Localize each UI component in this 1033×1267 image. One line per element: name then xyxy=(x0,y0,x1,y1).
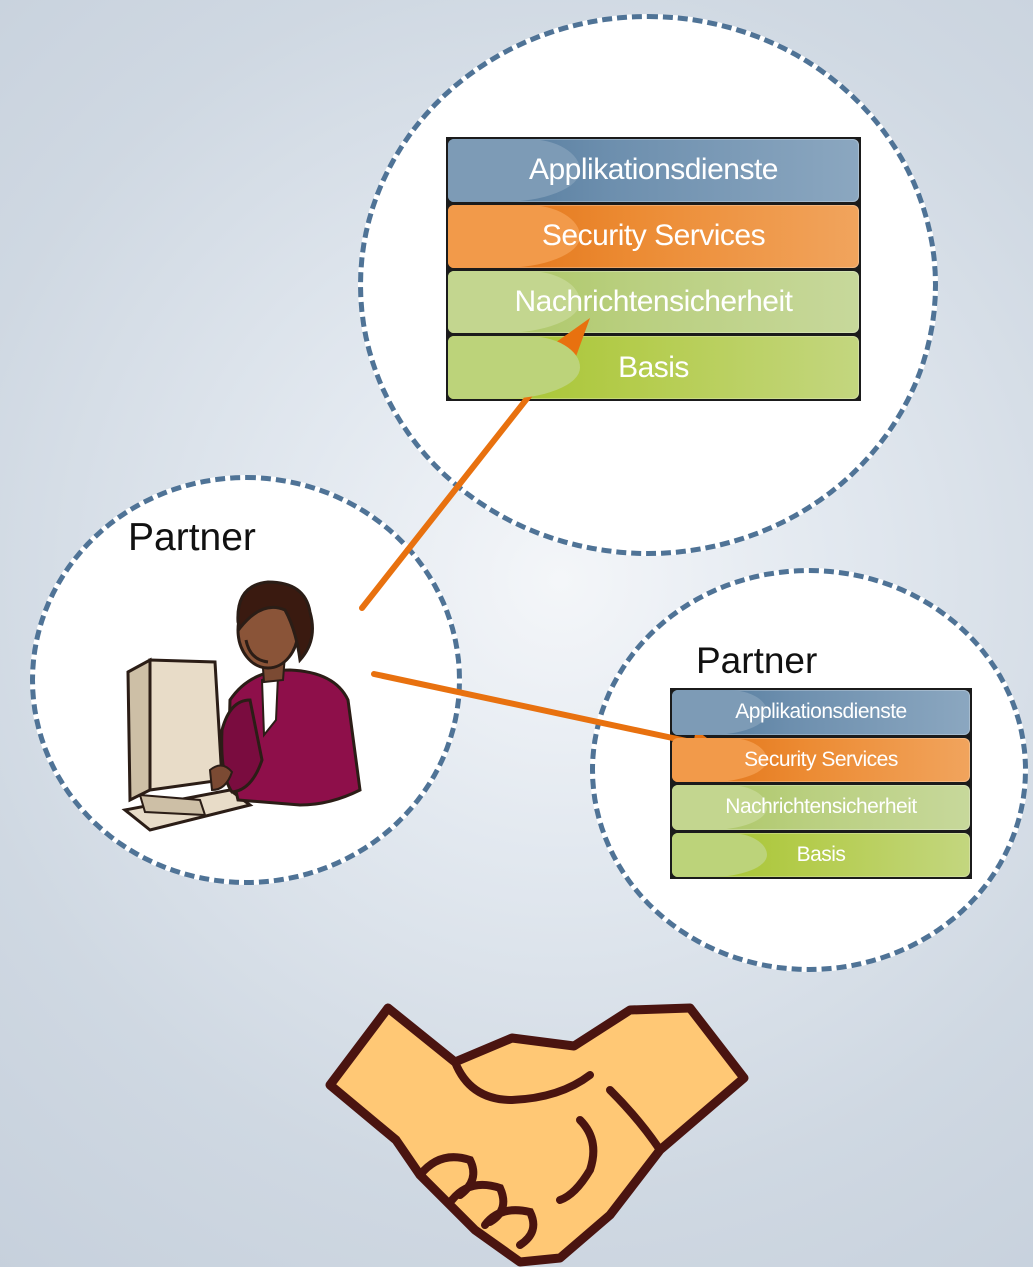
layer-label: Applikationsdienste xyxy=(528,153,779,187)
partner-right-label: Partner xyxy=(696,640,818,681)
layer-basis: Basis xyxy=(672,832,970,877)
layer-label: Security Services xyxy=(744,747,898,771)
partner-left-label: Partner xyxy=(128,516,256,559)
layer-applikationsdienste: Applikationsdienste xyxy=(672,690,970,735)
layer-security-services: Security Services xyxy=(448,204,859,268)
protocol-stack-top: Applikationsdienste Security Services Na… xyxy=(446,137,861,401)
layer-label: Applikationsdienste xyxy=(735,700,907,724)
layer-security-services: Security Services xyxy=(672,737,970,782)
layer-label: Basis xyxy=(796,842,846,866)
layer-basis: Basis xyxy=(448,336,859,399)
layer-label: Nachrichtensicherheit xyxy=(514,284,793,318)
layer-label: Security Services xyxy=(541,219,766,253)
layer-applikationsdienste: Applikationsdienste xyxy=(448,139,859,202)
protocol-stack-right: Applikationsdienste Security Services Na… xyxy=(670,688,972,879)
layer-label: Nachrichtensicherheit xyxy=(725,795,917,819)
layer-label: Basis xyxy=(618,350,689,384)
layer-nachrichtensicherheit: Nachrichtensicherheit xyxy=(448,270,859,334)
layer-nachrichtensicherheit: Nachrichtensicherheit xyxy=(672,785,970,830)
